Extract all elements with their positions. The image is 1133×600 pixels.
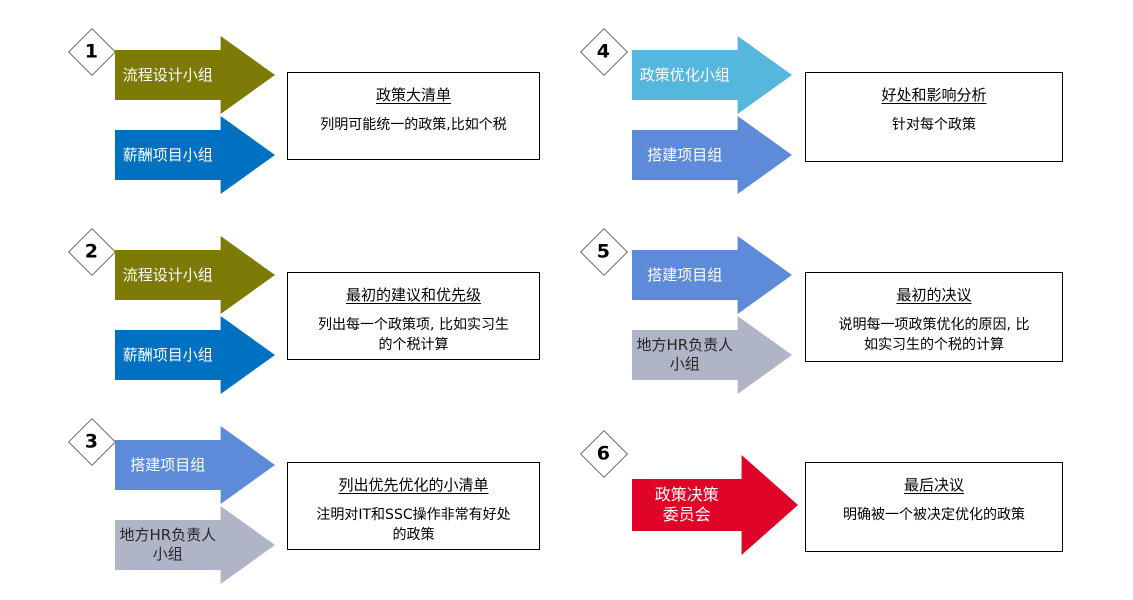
team-arrow-top: 流程设计小组 [115, 36, 275, 114]
team-arrow-top: 流程设计小组 [115, 236, 275, 314]
output-box-title: 最初的建议和优先级 [345, 286, 481, 304]
step-5: 5 搭建项目组 地方HR负责人 小组 最初的决议 说明每一项政策优化的原因, 比… [572, 227, 1092, 428]
output-box-title: 最初的决议 [896, 286, 972, 304]
team-arrow-label: 流程设计小组 [122, 265, 213, 284]
output-box-title: 最后决议 [903, 476, 964, 494]
output-box-body: 说明每一项政策优化的原因, 比 如实习生的个税的计算 [838, 317, 1030, 353]
output-box-title: 好处和影响分析 [881, 86, 987, 104]
team-arrow-label: 搭建项目组 [647, 265, 723, 284]
team-arrow-top: 政策优化小组 [632, 36, 792, 114]
team-arrow-label: 薪酬项目小组 [122, 145, 213, 164]
team-arrow-top: 搭建项目组 [632, 236, 792, 314]
output-box: 政策大清单 列明可能统一的政策,比如个税 [287, 72, 540, 160]
output-box: 最初的建议和优先级 列出每一个政策项, 比如实习生 的个税计算 [287, 272, 540, 360]
diamond-shape: 2 [67, 227, 117, 277]
team-arrow-bottom: 地方HR负责人 小组 [632, 316, 792, 394]
output-box-body: 列明可能统一的政策,比如个税 [320, 117, 507, 133]
step-1: 1 流程设计小组 薪酬项目小组 政策大清单 列明可能统一的政策,比如个税 [60, 27, 580, 228]
output-box-body: 明确被一个被决定优化的政策 [843, 507, 1025, 523]
output-box-title: 政策大清单 [375, 86, 451, 104]
team-arrow-label: 政策决策 委员会 [654, 485, 719, 524]
step-2: 2 流程设计小组 薪酬项目小组 最初的建议和优先级 列出每一个政策项, 比如实习… [60, 227, 580, 428]
team-arrow-bottom: 地方HR负责人 小组 [115, 506, 275, 584]
step-4: 4 政策优化小组 搭建项目组 好处和影响分析 针对每个政策 [572, 27, 1092, 228]
output-box-title: 列出优先优化的小清单 [338, 476, 489, 494]
team-arrow-bottom: 薪酬项目小组 [115, 116, 275, 194]
diamond-shape: 1 [67, 27, 117, 77]
team-arrow-label: 搭建项目组 [130, 455, 206, 474]
team-arrow-label: 政策优化小组 [639, 65, 730, 84]
step-number: 5 [597, 240, 611, 263]
team-arrow-label: 流程设计小组 [122, 65, 213, 84]
diamond-shape: 3 [67, 417, 117, 467]
diamond-shape: 4 [579, 27, 629, 77]
step-3: 3 搭建项目组 地方HR负责人 小组 列出优先优化的小清单 注明对IT和SSC操… [60, 417, 580, 600]
step-number: 2 [85, 240, 99, 263]
output-box-body: 针对每个政策 [892, 117, 976, 133]
diamond-shape: 6 [579, 429, 629, 479]
step-number-diamond: 3 [67, 417, 117, 467]
step-number-diamond: 5 [579, 227, 629, 277]
decision-committee-arrow: 政策决策 委员会 [632, 455, 798, 555]
step-number-diamond: 1 [67, 27, 117, 77]
team-arrow-label: 薪酬项目小组 [122, 345, 213, 364]
output-box-body: 注明对IT和SSC操作非常有好处 的政策 [316, 507, 511, 543]
team-arrow-bottom: 搭建项目组 [632, 116, 792, 194]
team-arrow-bottom: 薪酬项目小组 [115, 316, 275, 394]
output-box: 最后决议 明确被一个被决定优化的政策 [805, 462, 1063, 552]
output-box: 最初的决议 说明每一项政策优化的原因, 比 如实习生的个税的计算 [805, 272, 1063, 362]
step-number: 1 [85, 40, 99, 63]
step-6: 6 政策决策 委员会 最后决议 明确被一个被决定优化的政策 [572, 418, 1092, 600]
team-arrow-top: 搭建项目组 [115, 426, 275, 504]
diamond-shape: 5 [579, 227, 629, 277]
output-box: 列出优先优化的小清单 注明对IT和SSC操作非常有好处 的政策 [287, 462, 540, 550]
step-number: 3 [85, 430, 99, 453]
output-box-body: 列出每一个政策项, 比如实习生 的个税计算 [318, 317, 509, 353]
step-number-diamond: 2 [67, 227, 117, 277]
team-arrow-label: 地方HR负责人 小组 [119, 526, 217, 563]
step-number-diamond: 6 [579, 429, 629, 479]
step-number: 6 [597, 442, 611, 465]
output-box: 好处和影响分析 针对每个政策 [805, 72, 1063, 162]
team-arrow-label: 搭建项目组 [647, 145, 723, 164]
step-number-diamond: 4 [579, 27, 629, 77]
team-arrow-label: 地方HR负责人 小组 [636, 336, 734, 373]
step-number: 4 [597, 40, 611, 63]
